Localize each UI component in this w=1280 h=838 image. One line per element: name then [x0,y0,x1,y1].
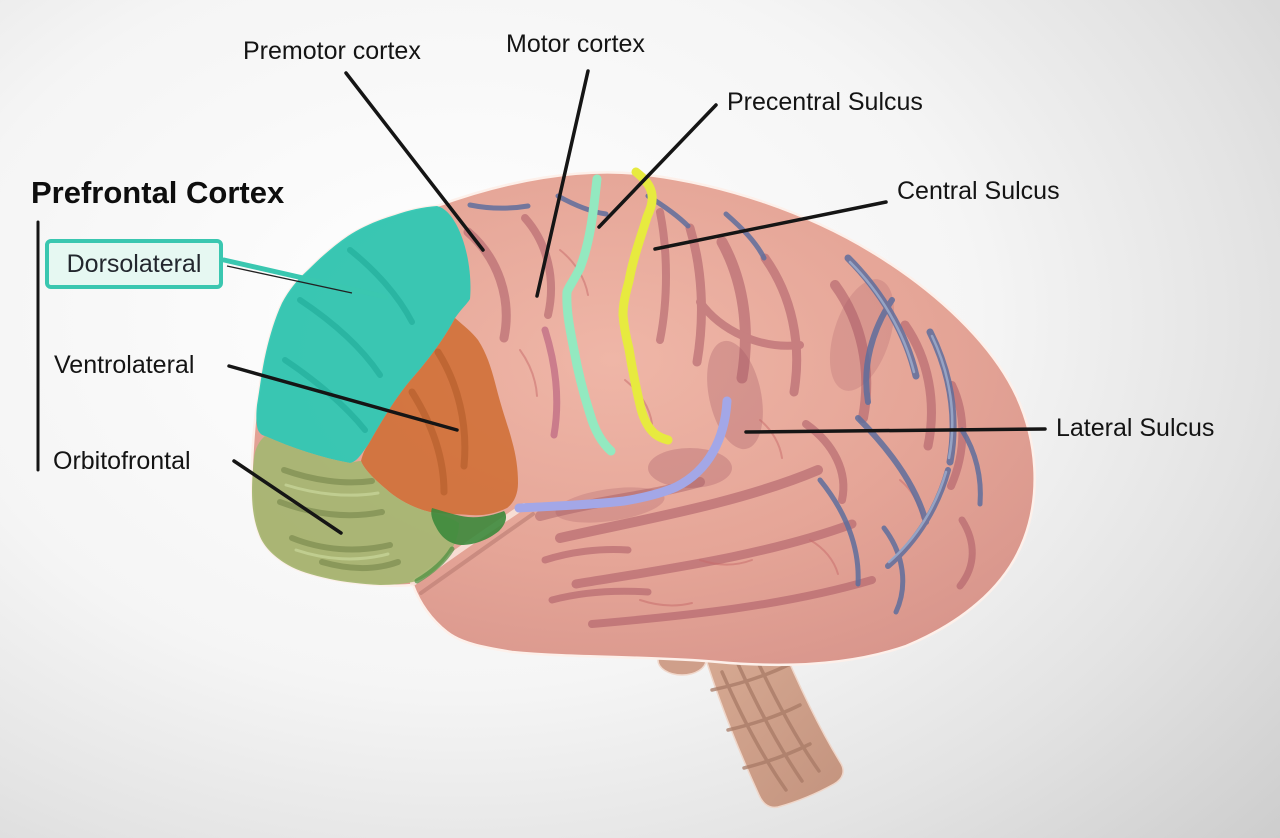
sulcus-highlight-lines [514,167,732,513]
leader-lines [36,69,1047,535]
region-orbitofrontal-dark-fringe [414,546,455,584]
central-sulcus-line[interactable] [618,167,673,445]
vein-highlights [848,260,954,564]
lateral-sulcus-line[interactable] [514,396,732,513]
lateral-sulcus-label: Lateral Sulcus [1056,414,1215,442]
region-ventrolateral-texture [408,348,469,496]
premotor-cortex-label: Premotor cortex [243,37,421,65]
central-sulcus-label: Central Sulcus [897,177,1060,205]
region-orbitofrontal-highlights [284,483,390,561]
dorsolateral-leader [221,257,389,300]
region-orbitofrontal-texture [277,467,401,571]
lateral-leader [744,427,1047,434]
ventrolateral-label: Ventrolateral [54,351,195,379]
prefrontal-cortex-title: Prefrontal Cortex [31,175,285,210]
precentral-sulcus-label: Precentral Sulcus [727,88,923,116]
premotor-leader [344,71,485,252]
region-ventrolateral[interactable] [361,318,518,516]
prefrontal-regions [252,206,518,585]
precentral-sulcus-line[interactable] [562,174,616,456]
brainstem [657,635,844,809]
precentral-leader [597,103,718,229]
motor-cortex-label: Motor cortex [506,30,645,58]
region-orbitofrontal-dark [431,508,507,545]
region-dorsolateral[interactable] [256,206,471,463]
orbitofrontal-leader [232,459,343,535]
orbitofrontal-label: Orbitofrontal [53,447,191,475]
ventrolateral-leader [227,364,459,432]
motor-leader [535,69,590,298]
lateral-fissure-shadow [419,512,535,595]
dorsolateral-label-box[interactable]: Dorsolateral [45,239,223,289]
central-leader [653,200,888,251]
dorsolateral-label: Dorsolateral [66,249,202,278]
